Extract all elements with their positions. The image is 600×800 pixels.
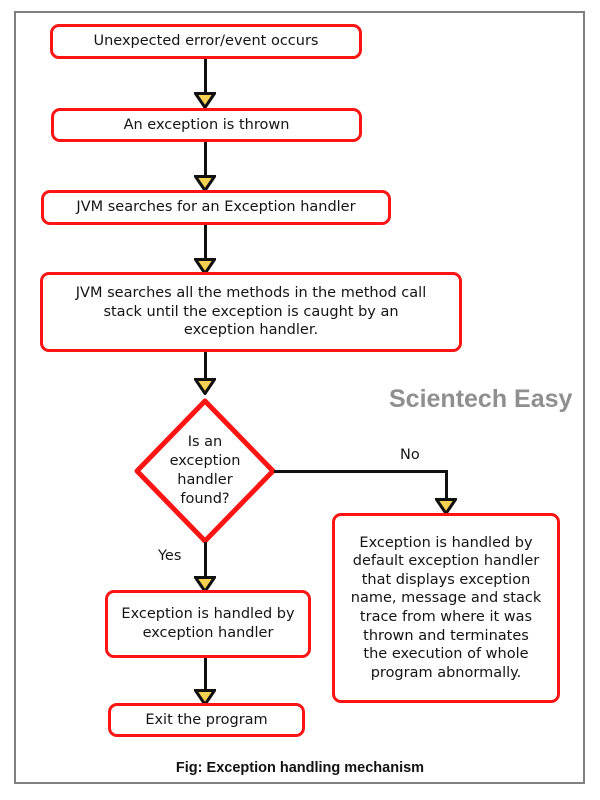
connector-n7-n8 <box>204 658 207 693</box>
connector-n4-n5 <box>204 352 207 384</box>
node-default-exception-handler-line6: thrown and terminates <box>363 627 529 644</box>
node-exception-thrown: An exception is thrown <box>51 108 362 142</box>
node-exit-program-label: Exit the program <box>145 711 268 728</box>
node-default-exception-handler-line7: the execution of whole <box>363 646 529 663</box>
connector-n5-n7 <box>204 542 207 582</box>
node-default-exception-handler-line5: trace from where it was <box>359 609 533 625</box>
node-jvm-searches-handler-label: JVM searches for an Exception handler <box>76 199 356 216</box>
connector-n5-n6-horizontal <box>274 470 448 473</box>
node-default-exception-handler-line4: name, message and stack <box>350 590 542 607</box>
node-unexpected-error-label: Unexpected error/event occurs <box>93 33 319 50</box>
node-jvm-searches-call-stack-line3: exception handler. <box>183 322 319 339</box>
node-default-exception-handler-line1: Exception is handled by <box>359 534 533 551</box>
node-default-exception-handler-line2: default exception handler <box>352 553 540 570</box>
watermark-scientech-easy: Scientech Easy <box>389 385 573 413</box>
node-jvm-searches-call-stack-line1: JVM searches all the methods in the meth… <box>75 285 427 302</box>
edge-label-yes: Yes <box>158 548 182 564</box>
node-handled-by-handler-line1: Exception is handled by <box>121 606 295 623</box>
node-default-exception-handler: Exception is handled by default exceptio… <box>332 513 560 703</box>
node-jvm-searches-handler: JVM searches for an Exception handler <box>41 190 391 225</box>
connector-n1-n2 <box>204 59 207 95</box>
node-jvm-searches-call-stack: JVM searches all the methods in the meth… <box>40 272 462 352</box>
connector-n5-n6-vertical <box>445 470 448 504</box>
connector-n2-n3 <box>204 142 207 180</box>
node-default-exception-handler-line3: that displays exception <box>361 571 531 588</box>
node-decision-handler-found: Is an exception handler found? <box>134 398 276 544</box>
node-default-exception-handler-line8: program abnormally. <box>370 664 522 681</box>
edge-label-no: No <box>400 447 420 463</box>
node-unexpected-error: Unexpected error/event occurs <box>50 24 362 59</box>
diamond-shape-icon <box>134 398 276 544</box>
connector-n3-n4 <box>204 225 207 265</box>
node-handled-by-handler-line2: exception handler <box>142 625 274 641</box>
node-jvm-searches-call-stack-line2: stack until the exception is caught by a… <box>103 303 399 320</box>
node-exception-thrown-label: An exception is thrown <box>123 116 290 133</box>
figure-caption: Fig: Exception handling mechanism <box>175 760 425 776</box>
node-handled-by-handler: Exception is handled by exception handle… <box>105 590 311 658</box>
node-exit-program: Exit the program <box>108 703 305 737</box>
